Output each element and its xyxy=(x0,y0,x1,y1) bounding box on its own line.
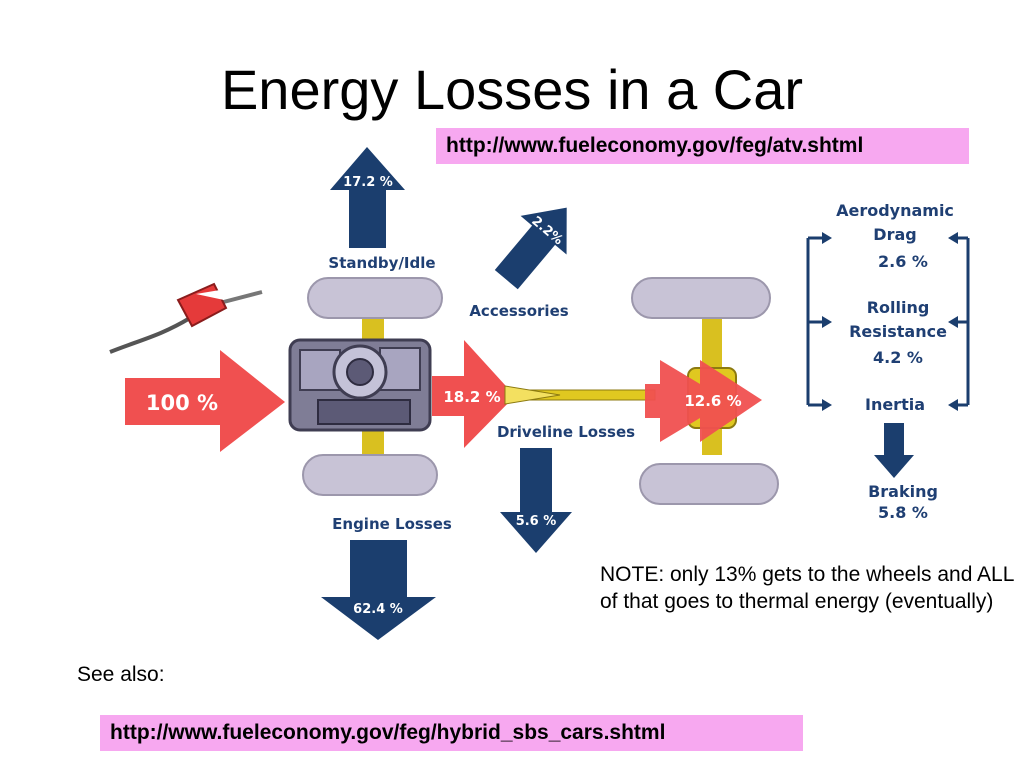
driveline-losses-label: Driveline Losses xyxy=(497,423,635,441)
fuel-nozzle-icon xyxy=(109,282,263,354)
driveshaft xyxy=(504,385,656,405)
note-text: NOTE: only 13% gets to the wheels and AL… xyxy=(600,563,1014,613)
aero-label-1: Aerodynamic xyxy=(836,201,954,220)
wheels-energy-arrow: 12.6 % xyxy=(645,360,762,442)
braking-value: 5.8 % xyxy=(878,503,928,522)
input-energy-arrow: 100 % xyxy=(125,350,285,452)
standby-loss-arrow: 17.2 % xyxy=(330,147,405,248)
driveline-input-arrow: 18.2 % xyxy=(432,340,515,448)
braking-loss-arrow xyxy=(874,423,914,478)
accessories-loss-arrow: 2.2% xyxy=(494,207,567,290)
page-title: Energy Losses in a Car xyxy=(220,58,804,121)
engine-icon xyxy=(288,338,432,432)
standby-loss-value: 17.2 % xyxy=(343,175,393,190)
rolling-label-2: Resistance xyxy=(849,322,947,341)
braking-label: Braking xyxy=(868,482,938,501)
aero-label-2: Drag xyxy=(873,225,916,244)
engine-loss-value: 62.4 % xyxy=(353,602,403,617)
input-energy-value: 100 % xyxy=(146,391,218,415)
rolling-value: 4.2 % xyxy=(873,348,923,367)
aero-value: 2.6 % xyxy=(878,252,928,271)
engine-losses-label: Engine Losses xyxy=(332,515,452,533)
wheels-energy-value: 12.6 % xyxy=(684,392,741,410)
fueleconomy-hybrid-link[interactable]: http://www.fueleconomy.gov/feg/hybrid_sb… xyxy=(100,715,803,751)
see-also-label: See also: xyxy=(77,663,165,686)
driveline-input-value: 18.2 % xyxy=(443,388,500,406)
fueleconomy-atv-link[interactable]: http://www.fueleconomy.gov/feg/atv.shtml xyxy=(436,128,969,164)
accessories-label: Accessories xyxy=(469,302,568,320)
driveline-loss-value: 5.6 % xyxy=(516,514,557,529)
driveline-loss-arrow: 5.6 % xyxy=(500,448,572,553)
inertia-label: Inertia xyxy=(865,395,925,414)
engine-loss-arrow: 62.4 % xyxy=(321,540,436,640)
rolling-label-1: Rolling xyxy=(867,298,930,317)
standby-label: Standby/Idle xyxy=(328,254,435,272)
wheel-losses-bracket xyxy=(806,232,970,411)
